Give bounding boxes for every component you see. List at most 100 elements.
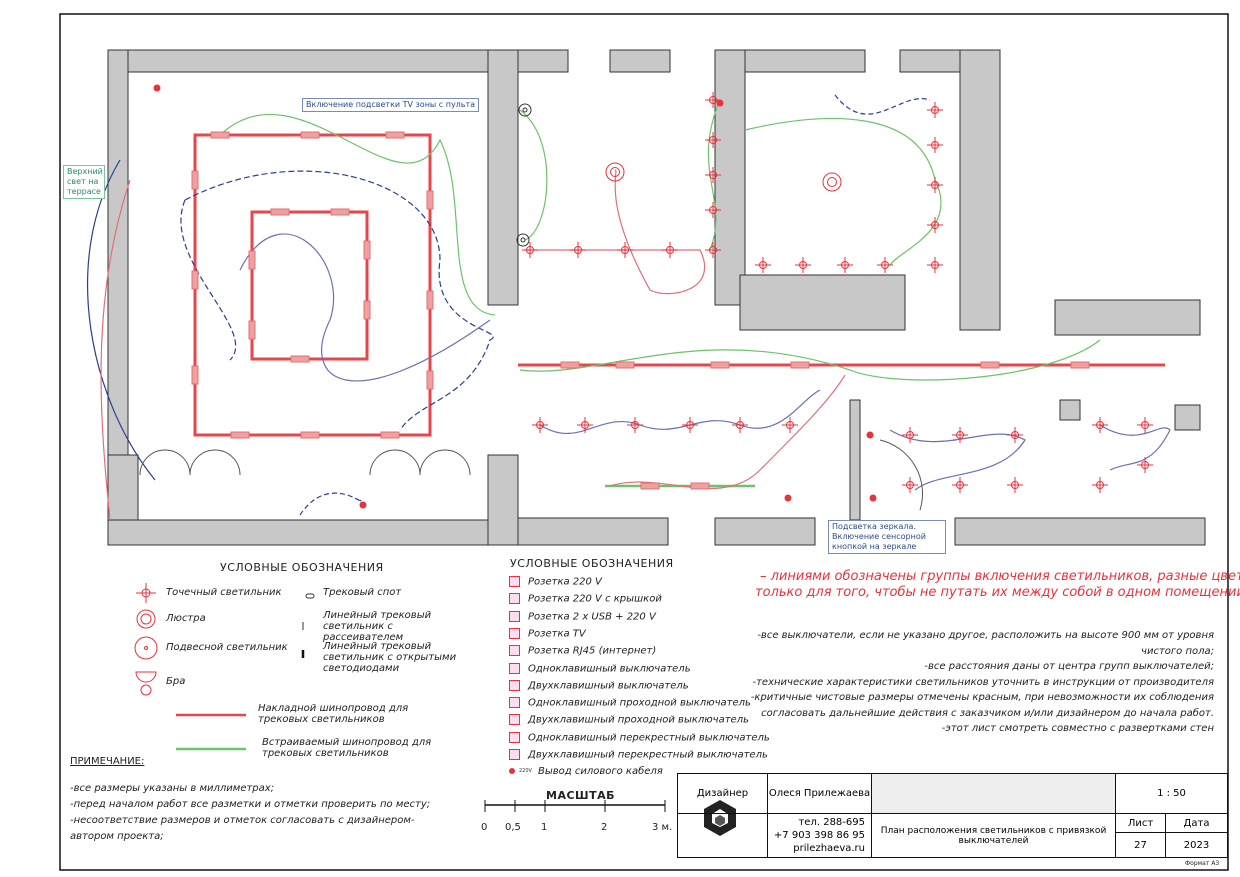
spot-light-icon (1137, 457, 1153, 473)
notes-title: ПРИМЕЧАНИЕ: (70, 756, 145, 767)
power-cable-icon (784, 494, 792, 502)
spot-light-icon (902, 427, 918, 443)
legend-right-label: Двухклавишный выключатель (528, 680, 689, 692)
legend-chandelier: Люстра (166, 613, 206, 624)
legend-right-item: Одноклавишный перекрестный выключатель (509, 731, 770, 744)
track-light-icon (426, 370, 434, 390)
light-fixtures (153, 84, 1153, 509)
website[interactable]: prilezhaeva.ru (793, 843, 865, 854)
sheet-frame (59, 13, 1229, 871)
legend-right-label: Одноклавишный перекрестный выключатель (528, 732, 770, 744)
track-light-icon (640, 482, 660, 490)
track-light-icon (426, 190, 434, 210)
track-light-icon (290, 355, 310, 363)
socket-icon (509, 627, 520, 639)
track-light-icon (385, 131, 405, 139)
spot-light-icon (1092, 417, 1108, 433)
spot-light-icon (927, 177, 943, 193)
power-cable-icon (359, 501, 367, 509)
legend-pendant: Подвесной светильник (166, 642, 288, 653)
spot-light-icon (732, 417, 748, 433)
socket-icon (509, 576, 520, 587)
legend-right-label: Вывод силового кабеля (537, 766, 663, 778)
legend-right-title: УСЛОВНЫЕ ОБОЗНАЧЕНИЯ (510, 557, 674, 570)
power-cable-icon (866, 431, 874, 439)
legend-right-label: Розетка 2 x USB + 220 V (528, 611, 656, 623)
power-cable-icon (153, 84, 161, 92)
track-light-icon (380, 431, 400, 439)
legend-right-item: Одноклавишный проходной выключатель (509, 697, 751, 709)
track-light-icon (191, 270, 199, 290)
walls (107, 49, 1206, 546)
phone: +7 903 398 86 95 (773, 830, 865, 841)
logo-cell (677, 813, 768, 858)
legend-right-label: Двухклавишный перекрестный выключатель (528, 749, 768, 761)
cable-voltage-label: 220V (519, 768, 532, 775)
spot-light-icon (522, 242, 538, 258)
contacts: тел. 288-695 +7 903 398 86 95 prilezhaev… (767, 813, 872, 858)
spot-light-icon (570, 242, 586, 258)
track-light-icon (615, 361, 635, 369)
track-light-icon (248, 320, 256, 340)
track-light-icon (230, 431, 250, 439)
instructions: -все выключатели, если не указано другое… (751, 628, 1214, 737)
sheet-number: 27 (1115, 832, 1166, 858)
red-note-line: – линиями обозначены группы включения св… (760, 569, 1240, 584)
legend-right-item: Розетка 220 V (509, 576, 602, 588)
scale-bar-title: МАСШТАБ (546, 789, 616, 802)
sheet-title: План расположения светильников с привязк… (871, 813, 1116, 858)
legend-right-item: Двухклавишный выключатель (509, 679, 689, 692)
spot-light-icon (782, 417, 798, 433)
track-light-icon (363, 240, 371, 260)
instruction-line: -этот лист смотреть совместно с развертк… (941, 723, 1214, 734)
legend-right-label: Двухклавишный проходной выключатель (528, 714, 749, 726)
spot-light-icon (1137, 417, 1153, 433)
legend-right-item: Двухклавишный перекрестный выключатель (509, 749, 768, 761)
legend-right-label: Розетка 220 V (528, 576, 602, 588)
track-light-icon (980, 361, 1000, 369)
scale-bar (484, 800, 666, 812)
legend-right-item: Двухклавишный проходной выключатель (509, 714, 749, 726)
socket-icon (509, 593, 520, 605)
instruction-line: согласовать дальнейшие действия с заказч… (761, 707, 1214, 719)
instruction-line: -все выключатели, если не указано другое… (757, 630, 1214, 641)
note-item: -несоответствие размеров и отметок согла… (70, 815, 415, 842)
switch-icon (509, 749, 520, 760)
track-light-icon (1070, 361, 1090, 369)
legend-sconce: Бра (166, 676, 186, 687)
socket-icon (509, 610, 520, 622)
legend-right-label: Розетка 220 V с крышкой (528, 593, 662, 605)
track-light-icon (363, 300, 371, 320)
switch-icon (509, 679, 520, 691)
surface-rails (193, 133, 1165, 437)
callout-mirror-light: Подсветка зеркала. Включение сенсорной к… (828, 520, 946, 554)
spot-light-icon (795, 257, 811, 273)
switch-wires (87, 94, 1171, 521)
track-light-icon (270, 208, 290, 216)
date-label: Дата (1165, 813, 1228, 833)
spot-light-icon (927, 217, 943, 233)
spot-light-icon (1007, 477, 1023, 493)
designer-role: Дизайнер (677, 773, 768, 814)
scale-tick: 0 (481, 822, 488, 833)
spot-light-icon (927, 102, 943, 118)
socket-icon (509, 645, 520, 657)
track-light-icon (560, 361, 580, 369)
spot-light-icon (705, 242, 721, 258)
pendant-light-icon (516, 233, 530, 247)
legend-right-item: 220V Вывод силового кабеля (509, 766, 663, 777)
phone: тел. 288-695 (798, 817, 865, 828)
project-address-blurred (871, 773, 1116, 814)
legend-right-item: Розетка RJ45 (интернет) (509, 645, 656, 657)
legend-right-label: Розетка RJ45 (интернет) (528, 645, 657, 657)
legend-linear-diffuser: Линейный трековый светильник с рассеиват… (323, 610, 432, 643)
switch-icon (509, 731, 520, 743)
legend-right-item: Одноклавишный выключатель (509, 662, 691, 674)
instruction-line: -технические характеристики светильников… (752, 676, 1215, 688)
paper-format: Формат А3 (1185, 860, 1220, 867)
scale-tick: 2 (601, 822, 608, 833)
spot-light-icon (952, 427, 968, 443)
spot-light-icon (627, 417, 643, 433)
sheet-label: Лист (1115, 813, 1166, 833)
date-value: 2023 (1165, 832, 1228, 858)
